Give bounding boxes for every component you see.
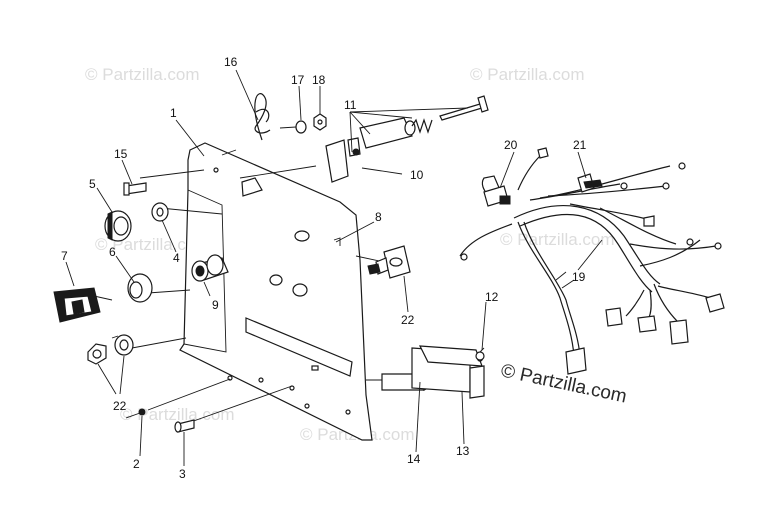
- dash-panel: [179, 142, 373, 441]
- leader-8: [335, 221, 375, 243]
- callout-16: 16: [224, 55, 238, 69]
- callout-7: 7: [61, 249, 68, 263]
- callout-21: 21: [573, 138, 587, 152]
- ignition-key-7: [53, 287, 113, 323]
- callout-3: 3: [179, 467, 186, 481]
- callout-10: 10: [410, 168, 424, 182]
- leader-4: [161, 219, 177, 253]
- leader-6: [115, 255, 135, 283]
- knurled-nut-6: [127, 273, 153, 303]
- nut-18: [313, 113, 327, 131]
- leader-12: [481, 301, 487, 351]
- leader-21: [577, 151, 587, 179]
- watermark-main: © Partzilla.com: [499, 360, 629, 407]
- callout-19: 19: [572, 270, 586, 284]
- callout-14: 14: [407, 452, 421, 466]
- leader-15: [121, 159, 133, 185]
- wiring-harness-19: [459, 147, 725, 375]
- bracket-13: [411, 345, 485, 399]
- callout-18: 18: [312, 73, 326, 87]
- leader-22-right: [403, 275, 409, 313]
- spring-clip-16: [254, 93, 271, 141]
- leader-1: [175, 119, 205, 157]
- leader-13: [461, 391, 465, 445]
- leader-20: [499, 151, 515, 189]
- bolt-15: [123, 182, 147, 196]
- screw-12: [475, 347, 485, 361]
- callout-20: 20: [504, 138, 518, 152]
- pin-8: [333, 237, 341, 246]
- callout-22-left: 22: [113, 399, 127, 413]
- callout-1: 1: [170, 106, 177, 120]
- leader-22-left-b: [119, 355, 125, 395]
- nut-washer-22: [87, 334, 134, 365]
- callout-9: 9: [212, 298, 219, 312]
- leader-2: [139, 415, 143, 457]
- callout-5: 5: [89, 177, 96, 191]
- callout-12: 12: [485, 290, 499, 304]
- leader-16: [235, 69, 259, 121]
- screw-2: [125, 408, 146, 419]
- leader-7: [65, 261, 75, 287]
- spring-11: [411, 118, 433, 134]
- watermark-faint: © Partzilla.com: [120, 405, 235, 424]
- watermark-faint: © Partzilla.com: [470, 65, 585, 84]
- washer-4: [151, 202, 169, 222]
- leader-5: [96, 187, 113, 213]
- key-switch-9: [191, 254, 229, 282]
- bolt-3: [174, 419, 195, 433]
- leader-9: [203, 281, 211, 297]
- leader-19: [577, 239, 603, 271]
- leader-17: [298, 85, 302, 121]
- callout-6: 6: [109, 245, 116, 259]
- callout-15: 15: [114, 147, 128, 161]
- leader-14: [415, 381, 421, 453]
- knurled-nut-5: [104, 210, 132, 242]
- leader-10: [361, 167, 403, 175]
- leader-22-left-a: [97, 363, 117, 395]
- watermark-faint: © Partzilla.com: [85, 65, 200, 84]
- callout-2: 2: [133, 457, 140, 471]
- callout-4: 4: [173, 251, 180, 265]
- bracket-10: [325, 117, 416, 183]
- callout-8: 8: [375, 210, 382, 224]
- callout-11: 11: [344, 98, 357, 112]
- callout-22-right: 22: [401, 313, 415, 327]
- callout-13: 13: [456, 444, 470, 458]
- callout-17: 17: [291, 73, 305, 87]
- toggle-switch-22: [367, 245, 411, 279]
- washer-17: [279, 120, 307, 134]
